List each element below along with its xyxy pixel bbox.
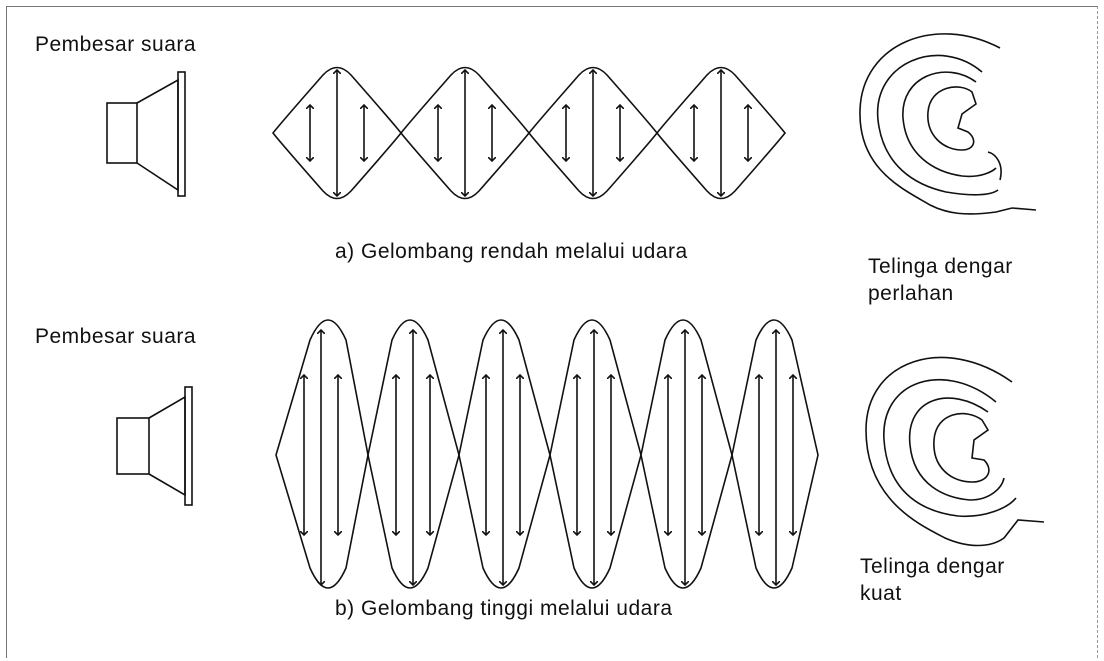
sound-wave-icon (276, 320, 818, 588)
ear-icon (866, 358, 1044, 546)
loudspeaker-icon (117, 387, 192, 505)
loudspeaker-icon (107, 72, 185, 196)
ear-icon (860, 34, 1036, 214)
sound-wave-icon (273, 68, 785, 199)
